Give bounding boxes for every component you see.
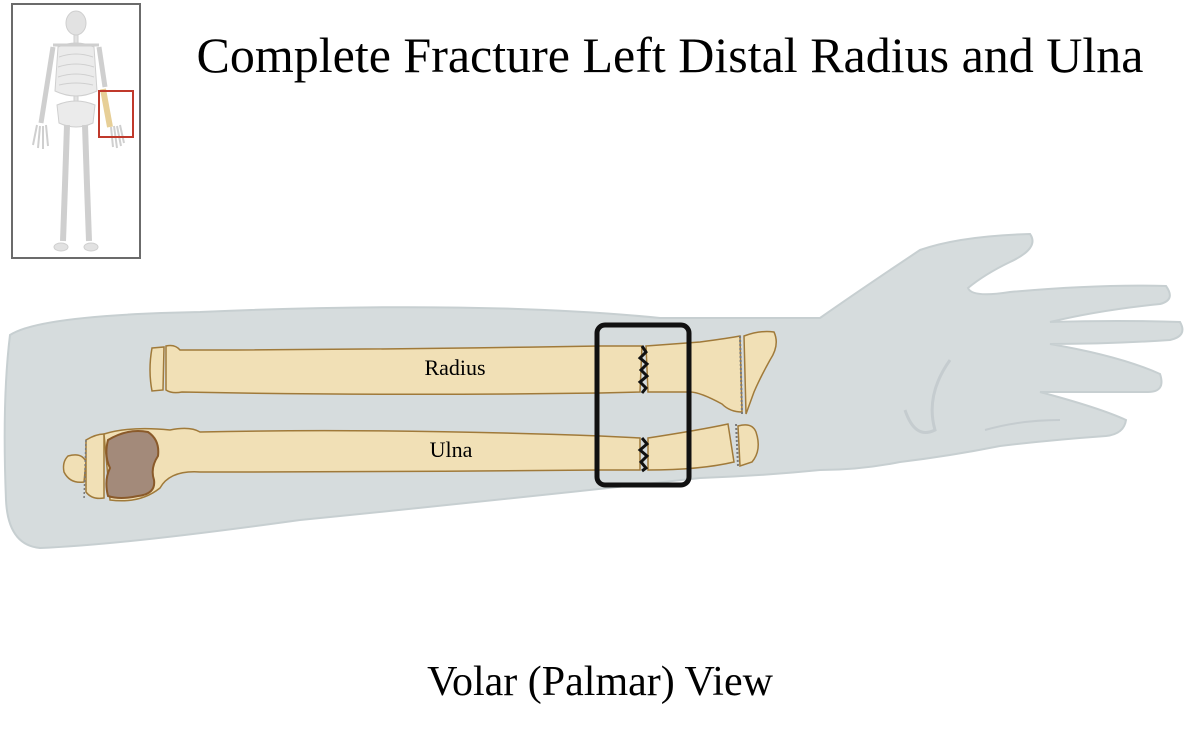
fracture-highlight-box bbox=[594, 322, 692, 488]
radius-fracture-line bbox=[637, 345, 650, 394]
radius-label: Radius bbox=[424, 355, 485, 380]
radius-bone bbox=[149, 330, 777, 415]
skeleton-figure bbox=[32, 10, 134, 252]
view-label: Volar (Palmar) View bbox=[427, 659, 773, 705]
skeleton-locator-thumbnail bbox=[11, 3, 141, 259]
ulna-label: Ulna bbox=[430, 437, 473, 462]
diagram-title: Complete Fracture Left Distal Radius and… bbox=[196, 27, 1144, 83]
locator-highlight-box bbox=[98, 90, 134, 138]
palm-crease bbox=[903, 359, 952, 434]
ulna-fracture-line bbox=[637, 437, 650, 473]
finger-crease bbox=[984, 419, 1061, 431]
highlighted-forearm bbox=[100, 88, 113, 128]
